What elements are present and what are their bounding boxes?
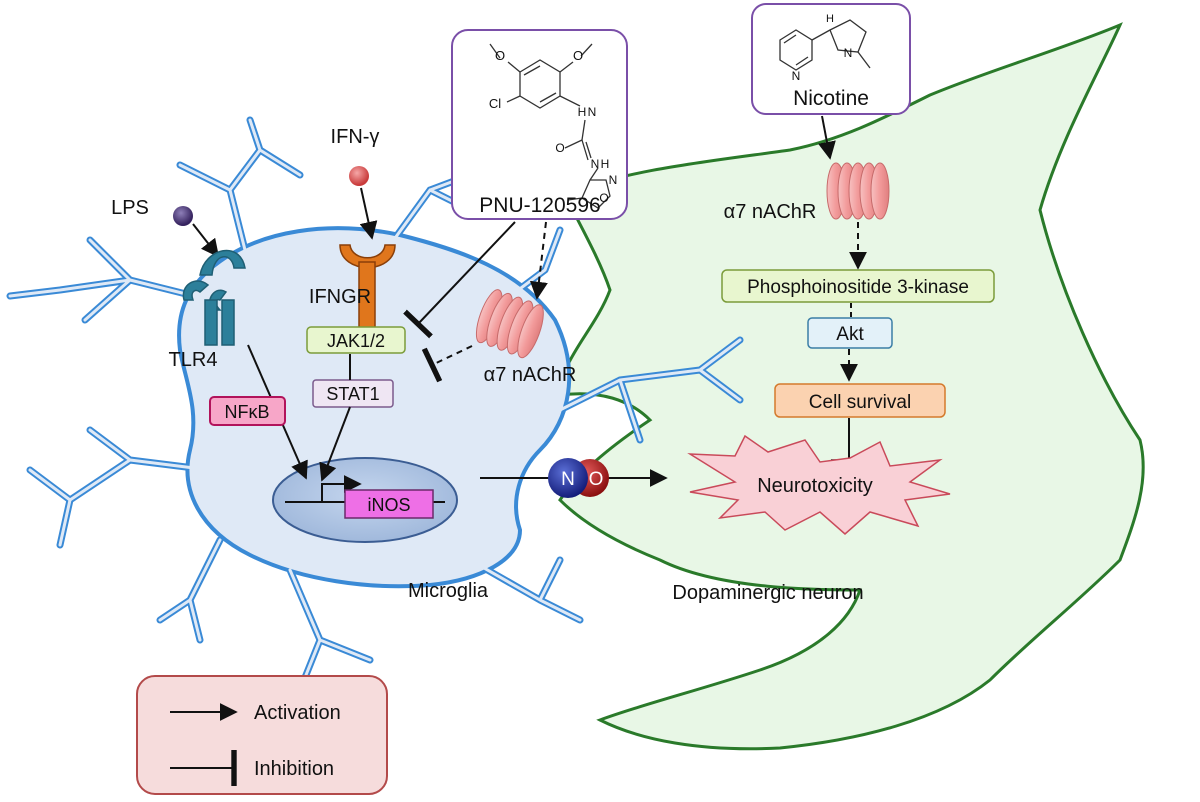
chem-atom-nh2-h: H <box>601 157 610 171</box>
jak-box <box>306 326 406 354</box>
ifn-gamma-molecule <box>349 166 369 186</box>
chem-atom-nh2-n: N <box>591 157 600 171</box>
chem-atom-ring-o: O <box>599 191 608 205</box>
microglia-label: Microglia <box>408 580 489 602</box>
nicotine-compound-box <box>751 3 911 115</box>
a7-receptor-microglia <box>475 289 544 359</box>
pnu-compound-box <box>451 29 628 220</box>
no-o-label: O <box>589 469 604 490</box>
chem-atom-h: H <box>826 13 834 25</box>
legend-inhibition: Inhibition <box>254 758 334 780</box>
inos-gene-box <box>344 489 434 519</box>
chem-atom-o1: O <box>495 48 505 63</box>
akt-label: Akt <box>836 324 864 345</box>
nfkb-label: NFκB <box>225 402 270 422</box>
a7-receptor-neuron <box>826 162 890 220</box>
nfkb-box <box>209 396 286 426</box>
pnu-structure <box>489 43 611 209</box>
cell-survival-label: Cell survival <box>809 392 911 413</box>
neurotoxicity-burst <box>687 434 951 535</box>
legend-activation: Activation <box>254 702 341 724</box>
nitric-oxide-molecule: N O <box>548 458 609 498</box>
lps-label: LPS <box>111 197 149 219</box>
chem-atom-cl: Cl <box>489 96 501 111</box>
ifngr-receptor <box>339 244 396 333</box>
tlr4-label: TLR4 <box>169 349 218 371</box>
ifn-gamma-label: IFN-γ <box>331 126 380 148</box>
a7-microglia-label: α7 nAChR <box>484 364 577 386</box>
ifngr-label: IFNGR <box>309 286 371 308</box>
chem-atom-o2: O <box>573 48 583 63</box>
stat1-box <box>312 379 394 408</box>
legend: Activation Inhibition <box>136 675 388 795</box>
pi3k-label: Phosphoinositide 3-kinase <box>747 277 969 298</box>
chem-atom-nh1-n: N <box>588 105 597 119</box>
chem-atom-nh1-h: H <box>578 105 587 119</box>
stat1-label: STAT1 <box>326 384 379 404</box>
no-n-label: N <box>561 469 575 490</box>
cell-survival-box <box>774 383 946 418</box>
a7-neuron-label: α7 nAChR <box>724 201 817 223</box>
chem-atom-o3: O <box>555 141 564 155</box>
pnu-label: PNU-120596 <box>479 194 600 217</box>
chem-atom-pyrr-n: N <box>844 46 853 60</box>
nicotine-label: Nicotine <box>793 87 869 110</box>
pi3k-box <box>721 269 995 303</box>
neurotoxicity-label: Neurotoxicity <box>757 475 873 497</box>
neuron-label: Dopaminergic neuron <box>672 582 863 604</box>
lps-molecule <box>173 206 193 226</box>
nicotine-structure <box>779 19 871 71</box>
akt-box <box>807 317 893 349</box>
jak-label: JAK1/2 <box>327 331 385 351</box>
chem-atom-pyr-n: N <box>792 69 801 83</box>
inos-label: iNOS <box>367 495 410 515</box>
tlr4-receptor <box>182 249 246 346</box>
chem-atom-ring-n: N <box>609 173 618 187</box>
